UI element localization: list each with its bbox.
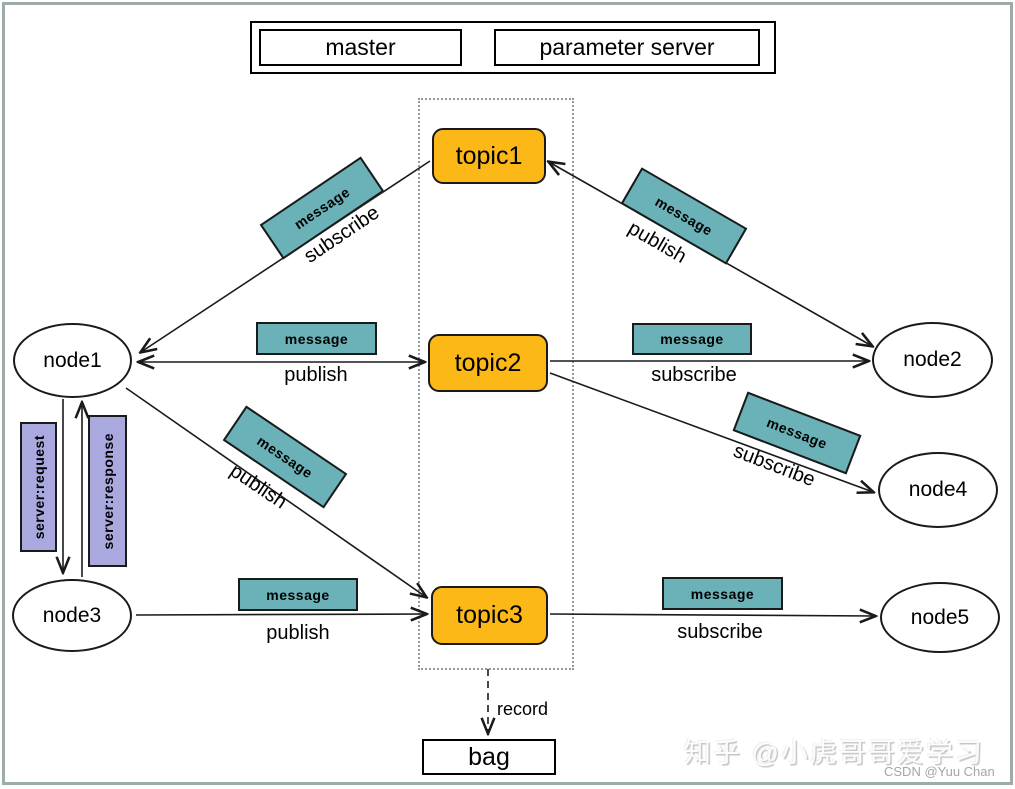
parameter-server-label: parameter server (539, 34, 715, 60)
topic2-box: topic2 (428, 334, 548, 392)
node4-ellipse: node4 (878, 452, 998, 528)
subscribe-label-topic3-node5: subscribe (677, 621, 763, 643)
bag-label: bag (468, 742, 510, 771)
edge-topic3-node5 (549, 614, 875, 616)
node2-label: node2 (903, 348, 962, 371)
message-box-topic3-node5: message (662, 577, 783, 610)
node3-label: node3 (42, 603, 102, 627)
node5-label: node5 (910, 605, 970, 629)
message-label: message (284, 330, 349, 347)
node1-label: node1 (43, 348, 102, 372)
edge-node1-topic3 (125, 387, 426, 597)
server-response-box: server:response (88, 415, 127, 567)
edge-topic2-node4 (549, 372, 873, 492)
message-label: message (660, 331, 724, 347)
topics-column-outline (418, 98, 574, 670)
server-response-label: server:response (99, 432, 116, 550)
watermark-zhihu: 知乎 @小虎哥哥爱学习 (684, 738, 984, 768)
record-label: record (497, 699, 549, 719)
publish-label-node3-topic3: publish (266, 622, 330, 644)
edge-node3-topic3 (135, 614, 426, 615)
watermark-csdn: CSDN @Yuu Chan (884, 764, 995, 779)
node1-ellipse: node1 (13, 323, 132, 398)
topic1-label: topic1 (455, 141, 523, 170)
message-box-topic2-node2: message (632, 323, 752, 355)
message-label: message (690, 585, 755, 602)
subscribe-label-topic2-node2: subscribe (651, 364, 737, 386)
server-request-label: server:request (30, 434, 47, 540)
message-label: message (764, 414, 830, 452)
server-request-box: server:request (20, 422, 57, 552)
master-box: master (259, 29, 462, 66)
publish-label-node1-topic2: publish (284, 364, 348, 386)
topic3-box: topic3 (431, 586, 548, 645)
topic3-label: topic3 (456, 601, 523, 629)
node2-ellipse: node2 (872, 322, 993, 398)
bag-box: bag (422, 739, 556, 775)
topic1-box: topic1 (432, 128, 546, 184)
node5-ellipse: node5 (880, 582, 1000, 653)
node4-label: node4 (908, 478, 968, 501)
message-box-node1-topic2: message (256, 322, 377, 355)
message-box-node3-topic3: message (238, 578, 358, 611)
message-label: message (266, 586, 330, 603)
node3-ellipse: node3 (12, 579, 132, 652)
master-label: master (325, 34, 396, 60)
parameter-server-box: parameter server (494, 29, 760, 66)
topic2-label: topic2 (454, 348, 522, 377)
